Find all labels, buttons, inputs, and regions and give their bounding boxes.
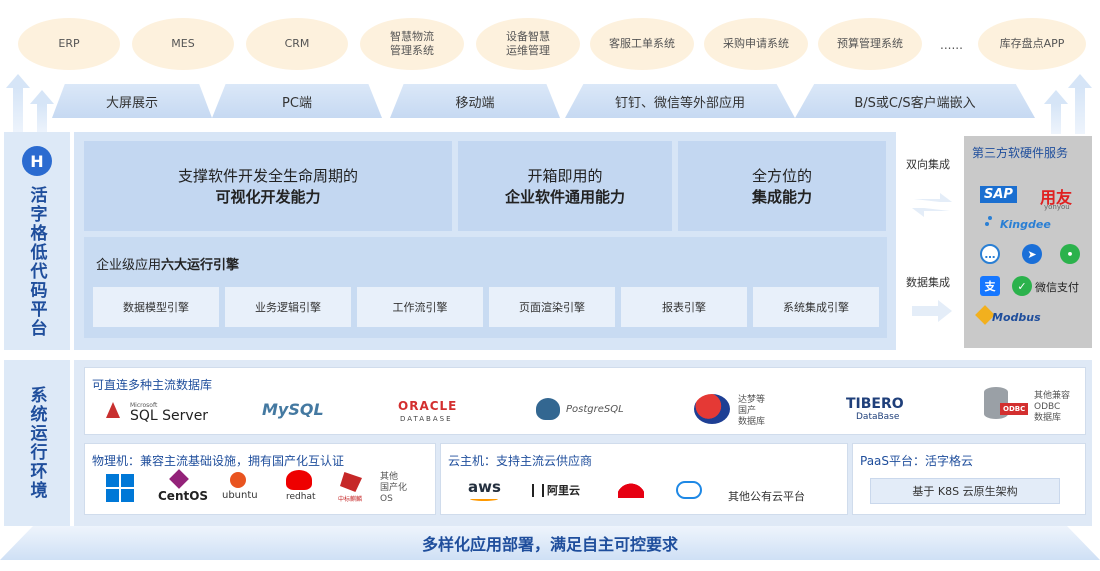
engine-workflow: 工作流引擎 (357, 287, 483, 327)
system-oval-logistics: 智慧物流 管理系统 (360, 18, 464, 70)
sqlserver-logo: SQL Server (130, 408, 209, 424)
engine-title: 企业级应用六大运行引擎 (96, 258, 240, 273)
physical-title: 物理机：兼容主流基础设施，拥有国产化互认证 (92, 454, 345, 468)
channel-bigscreen: 大屏展示 (52, 84, 212, 118)
ubuntu-logo: ubuntu (222, 490, 258, 501)
system-oval-maintenance: 设备智慧 运维管理 (476, 18, 580, 70)
bidirectional-label: 双向集成 (906, 158, 950, 171)
oracle-logo: ORACLE (398, 399, 458, 413)
system-oval-purchase: 采购申请系统 (704, 18, 808, 70)
ellipsis: ...... (940, 38, 963, 52)
up-arrow-icon (30, 90, 54, 134)
system-oval-budget: 预算管理系统 (818, 18, 922, 70)
capability-line2: 企业软件通用能力 (504, 188, 625, 206)
redhat-icon (286, 470, 312, 490)
modbus-logo: Modbus (992, 311, 1041, 324)
up-arrow-icon (1044, 90, 1068, 134)
runtime-column: 系统运行环境 (4, 360, 70, 526)
postgresql-elephant-icon (536, 398, 560, 420)
wechatpay-label: 微信支付 (1035, 281, 1079, 294)
huozige-logo: H (22, 146, 52, 176)
runtime-name: 系统运行环境 (26, 386, 47, 500)
ubuntu-icon (230, 472, 246, 488)
cloud-icon (676, 481, 702, 499)
capability-line1: 支撑软件开发全生命周期的 (177, 167, 358, 185)
tibero-logo: TIBERO (846, 396, 904, 412)
navigation-icon: ➤ (1022, 244, 1042, 264)
dameng-label: 达梦等 国产 数据库 (738, 395, 766, 427)
capability-line1: 开箱即用的 (527, 167, 603, 185)
cloud-box (440, 443, 848, 515)
odbc-label: 其他兼容 ODBC 数据库 (1034, 391, 1071, 423)
mssql-small: Microsoft (130, 402, 158, 409)
capability-integration: 全方位的 集成能力 (678, 141, 886, 231)
engine-system-integration: 系统集成引擎 (753, 287, 879, 327)
alipay-icon: 支 (980, 276, 1000, 296)
yonyou-sub: yonyou (1044, 203, 1070, 211)
cloud-title: 云主机：支持主流云供应商 (448, 454, 593, 468)
capability-line1: 全方位的 (751, 167, 812, 185)
other-cloud-label: 其他公有云平台 (728, 490, 805, 503)
system-oval-mes: MES (132, 18, 234, 70)
capability-general: 开箱即用的 企业软件通用能力 (458, 141, 672, 231)
paas-title: PaaS平台：活字格云 (860, 454, 974, 468)
platform-name: 活字格低代码平台 (26, 186, 47, 338)
other-os-label: 其他 国产化 OS (380, 472, 408, 504)
kingdee-dots-icon (985, 216, 995, 230)
engine-data-model: 数据模型引擎 (93, 287, 219, 327)
wechatpay-icon: ✓ (1012, 276, 1032, 296)
channel-mobile: 移动端 (390, 84, 560, 118)
data-integration-label: 数据集成 (906, 276, 950, 289)
capability-line2: 可视化开发能力 (215, 188, 321, 206)
channel-pc: PC端 (212, 84, 382, 118)
physical-box (84, 443, 436, 515)
database-box (84, 367, 1086, 435)
aws-smile-icon (470, 497, 498, 501)
platform-column: H 活字格低代码平台 (4, 132, 70, 350)
redhat-logo: redhat (286, 492, 316, 502)
oracle-sub: DATABASE (400, 415, 453, 423)
channel-external-apps: 钉钉、微信等外部应用 (565, 84, 795, 118)
mysql-logo: MySQL (262, 400, 324, 419)
kylin-icon (340, 472, 362, 492)
bidirectional-arrow-icon (912, 193, 952, 217)
up-arrow-icon (6, 74, 30, 134)
system-oval-crm: CRM (246, 18, 348, 70)
chat-bubble-icon: … (980, 244, 1000, 264)
third-party-title: 第三方软硬件服务 (972, 146, 1069, 160)
sap-logo: SAP (980, 186, 1017, 203)
up-arrow-icon (1068, 74, 1092, 134)
engine-report: 报表引擎 (621, 287, 747, 327)
engine-business-logic: 业务逻辑引擎 (225, 287, 351, 327)
windows-icon (106, 474, 134, 502)
wechat-icon: • (1060, 244, 1080, 264)
system-oval-erp: ERP (18, 18, 120, 70)
system-oval-inventory: 库存盘点APP (978, 18, 1086, 70)
aws-logo: aws (468, 478, 501, 496)
kingdee-logo: Kingdee (1000, 218, 1051, 231)
capability-visual-dev: 支撑软件开发全生命周期的 可视化开发能力 (84, 141, 452, 231)
system-oval-service: 客服工单系统 (590, 18, 694, 70)
tibero-sub: DataBase (856, 412, 900, 422)
k8s-label: 基于 K8S 云原生架构 (870, 478, 1060, 504)
database-title: 可直连多种主流数据库 (92, 378, 213, 392)
centos-logo: CentOS (158, 489, 209, 503)
kylin-logo: 中标麒麟 (338, 496, 363, 503)
postgresql-logo: PostgreSQL (566, 404, 624, 415)
channel-client-embed: B/S或C/S客户端嵌入 (795, 84, 1035, 118)
huawei-icon (618, 478, 644, 498)
deployment-banner: 多样化应用部署，满足自主可控要求 (0, 526, 1100, 560)
data-integration-arrow-icon (912, 300, 952, 322)
aliyun-logo: 阿里云 (532, 482, 580, 498)
dameng-icon (694, 394, 730, 424)
engine-page-render: 页面渲染引擎 (489, 287, 615, 327)
deployment-banner-text: 多样化应用部署，满足自主可控要求 (421, 535, 678, 554)
yonyou-logo: 用友 (1040, 188, 1073, 207)
capability-line2: 集成能力 (751, 188, 812, 206)
odbc-badge: ODBC (1000, 403, 1029, 415)
